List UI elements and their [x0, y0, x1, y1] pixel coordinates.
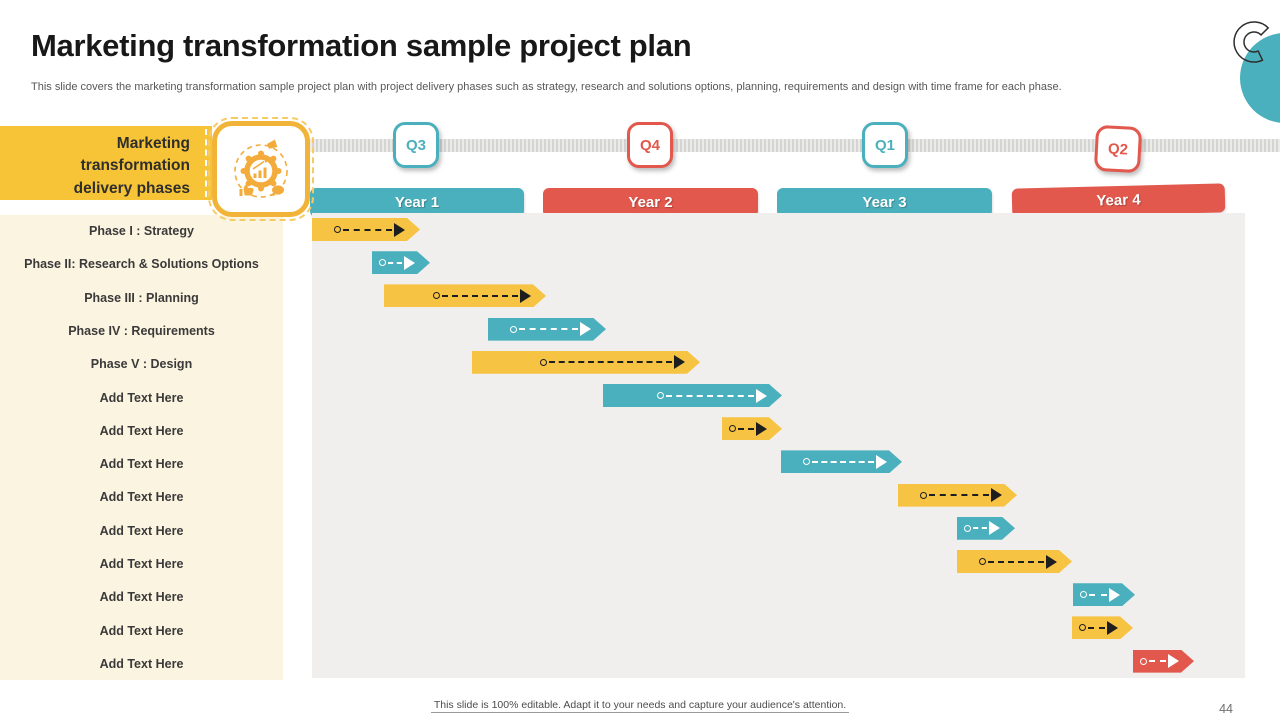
quarter-marker: Q2: [1093, 124, 1143, 174]
gantt-bar: [488, 318, 606, 341]
bar-dash-line: [549, 361, 672, 363]
bar-dash-line: [1149, 660, 1166, 662]
bar-dash-line: [442, 295, 518, 297]
bar-start-dot: [657, 392, 664, 399]
gantt-bar: [472, 351, 700, 374]
phase-label: Phase III : Planning: [84, 290, 199, 305]
bar-start-dot: [803, 458, 810, 465]
year-bar: Year 3: [777, 188, 992, 217]
bar-start-dot: [334, 226, 341, 233]
bar-dash-line: [519, 328, 578, 330]
sidebar-header: Marketing transformation delivery phases: [0, 126, 212, 200]
bar-dash-line: [988, 561, 1044, 563]
bar-dash-line: [343, 229, 392, 231]
bar-dash-line: [1088, 627, 1105, 629]
gantt-bar: [603, 384, 782, 407]
phase-label: Phase I : Strategy: [89, 224, 194, 238]
trend-arrow-glyph: [252, 160, 265, 170]
sidebar-header-label: Marketing transformation delivery phases: [73, 135, 190, 197]
bar-dash-line: [812, 461, 874, 463]
gantt-area: [312, 213, 1245, 678]
chart-bars-glyph: [253, 167, 267, 178]
bar-start-dot: [1079, 624, 1086, 631]
quarter-marker: Q3: [393, 122, 439, 168]
bar-arrowhead-icon: [991, 488, 1002, 502]
timeline-ribbon: [300, 139, 1280, 152]
bar-start-dot: [510, 326, 517, 333]
bar-arrowhead-icon: [756, 422, 767, 436]
phase-label: Add Text Here: [99, 457, 184, 472]
gantt-bar: [781, 450, 902, 473]
phase-label: Add Text Here: [99, 490, 184, 505]
gantt-bar: [372, 251, 430, 274]
bar-start-dot: [979, 558, 986, 565]
footer-note: This slide is 100% editable. Adapt it to…: [0, 699, 1280, 713]
phase-label: Add Text Here: [99, 656, 184, 671]
thumbs-up-glyph: [239, 184, 254, 196]
bar-start-dot: [729, 425, 736, 432]
phase-label: Add Text Here: [99, 423, 184, 438]
gantt-bar: [898, 484, 1017, 507]
quarter-marker: Q1: [862, 122, 908, 168]
bar-arrowhead-icon: [394, 223, 405, 237]
phase-label: Phase V : Design: [90, 357, 193, 372]
marketing-gear-icon: [234, 139, 288, 198]
bar-start-dot: [540, 359, 547, 366]
corner-arc-icon: [1233, 21, 1270, 63]
bar-dash-line: [666, 395, 754, 397]
phase-label: Phase II: Research & Solutions Options: [24, 257, 259, 272]
bar-start-dot: [920, 492, 927, 499]
marketing-icon-box: [208, 117, 314, 221]
phase-label: Add Text Here: [99, 557, 184, 571]
bar-dash-line: [388, 262, 402, 264]
bar-arrowhead-icon: [989, 521, 1000, 535]
gantt-bar: [957, 517, 1015, 540]
bar-dash-line: [929, 494, 989, 496]
page-number: 44: [1219, 702, 1233, 716]
bar-start-dot: [433, 292, 440, 299]
page-subtitle: This slide covers the marketing transfor…: [31, 81, 1062, 93]
gantt-bar: [1072, 616, 1133, 639]
bar-start-dot: [1140, 658, 1147, 665]
phase-label: Add Text Here: [99, 523, 184, 538]
gantt-bar: [384, 284, 546, 307]
gantt-bar: [722, 417, 782, 440]
phase-label: Add Text Here: [99, 590, 184, 605]
quarter-marker: Q4: [627, 122, 673, 168]
gantt-bar: [1073, 583, 1135, 606]
year-bar: Year 1: [310, 188, 524, 217]
bar-dash-line: [738, 428, 754, 430]
speech-bubble-glyph: [270, 185, 284, 197]
bar-start-dot: [1080, 591, 1087, 598]
bar-dash-line: [1089, 594, 1107, 596]
year-bar: Year 2: [543, 188, 758, 217]
bar-arrowhead-icon: [580, 322, 591, 336]
gantt-bar: [957, 550, 1072, 573]
bar-arrowhead-icon: [404, 256, 415, 270]
phase-label: Phase IV : Requirements: [68, 323, 215, 338]
bar-start-dot: [964, 525, 971, 532]
bar-arrowhead-icon: [1168, 654, 1179, 668]
bar-arrowhead-icon: [520, 289, 531, 303]
bar-arrowhead-icon: [1109, 588, 1120, 602]
bar-arrowhead-icon: [1107, 621, 1118, 635]
bar-start-dot: [379, 259, 386, 266]
gantt-bar: [1133, 650, 1194, 673]
phase-label: Add Text Here: [99, 623, 184, 638]
megaphone-glyph: [267, 139, 278, 149]
page-title: Marketing transformation sample project …: [31, 28, 692, 63]
gantt-bar: [312, 218, 420, 241]
phase-label: Add Text Here: [99, 390, 184, 405]
bar-dash-line: [973, 527, 987, 529]
bar-arrowhead-icon: [1046, 555, 1057, 569]
bar-arrowhead-icon: [756, 389, 767, 403]
bar-arrowhead-icon: [674, 355, 685, 369]
footer-note-text: This slide is 100% editable. Adapt it to…: [430, 699, 850, 713]
bar-arrowhead-icon: [876, 455, 887, 469]
